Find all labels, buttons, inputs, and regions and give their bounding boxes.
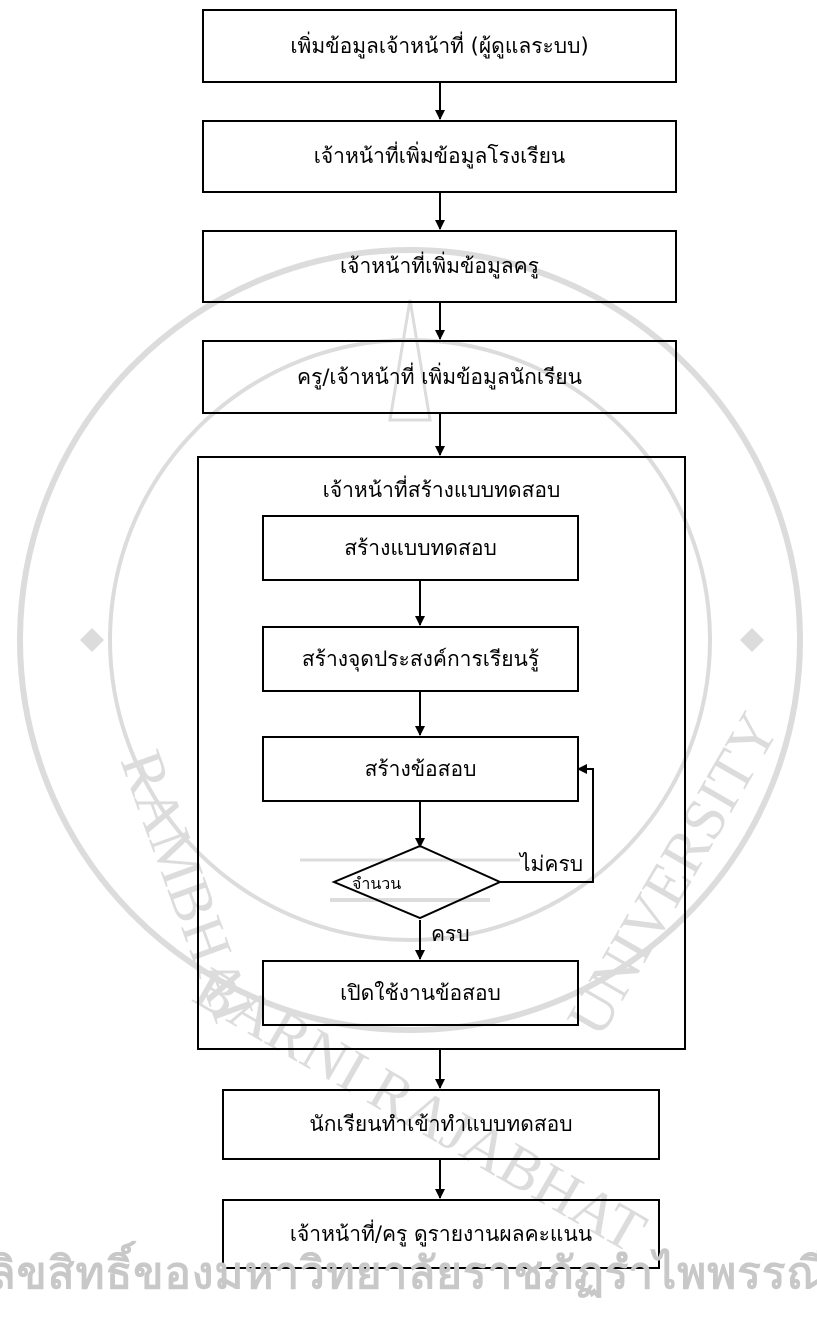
copyright-watermark: ลิขสิทธิ์ของมหาวิทยาลัยราชภัฏรำไพพรรณี	[0, 1248, 817, 1299]
node-add-staff: เพิ่มข้อมูลเจ้าหน้าที่ (ผู้ดูแลระบบ)	[202, 9, 677, 83]
node-view-report-label: เจ้าหน้าที่/ครู ดูรายงานผลคะแนน	[289, 1221, 593, 1246]
node-add-school: เจ้าหน้าที่เพิ่มข้อมูลโรงเรียน	[202, 120, 677, 193]
node-create-test: สร้างแบบทดสอบ	[262, 515, 579, 581]
node-add-teacher: เจ้าหน้าที่เพิ่มข้อมูลครู	[202, 230, 677, 303]
node-create-item-label: สร้างข้อสอบ	[364, 756, 477, 781]
decision-diamond	[331, 844, 503, 920]
node-enable-item-label: เปิดใช้งานข้อสอบ	[340, 980, 501, 1005]
edge-label-complete: ครบ	[431, 922, 470, 946]
edge-label-not-complete: ไม่ครบ	[520, 852, 584, 876]
node-add-student: ครู/เจ้าหน้าที่ เพิ่มข้อมูลนักเรียน	[202, 340, 677, 414]
group-create-test	[197, 456, 686, 1050]
node-enable-item: เปิดใช้งานข้อสอบ	[262, 960, 579, 1026]
node-add-staff-label: เพิ่มข้อมูลเจ้าหน้าที่ (ผู้ดูแลระบบ)	[290, 33, 589, 58]
node-student-take-label: นักเรียนทำเข้าทำแบบทดสอบ	[309, 1112, 573, 1136]
node-add-teacher-label: เจ้าหน้าที่เพิ่มข้อมูลครู	[340, 254, 539, 278]
node-student-take: นักเรียนทำเข้าทำแบบทดสอบ	[222, 1089, 660, 1160]
group-title: เจ้าหน้าที่สร้างแบบทดสอบ	[322, 478, 561, 502]
node-add-student-label: ครู/เจ้าหน้าที่ เพิ่มข้อมูลนักเรียน	[297, 364, 582, 389]
node-create-objective-label: สร้างจุดประสงค์การเรียนรู้	[301, 646, 540, 671]
node-create-test-label: สร้างแบบทดสอบ	[344, 535, 497, 560]
node-create-objective: สร้างจุดประสงค์การเรียนรู้	[262, 626, 579, 692]
node-view-report: เจ้าหน้าที่/ครู ดูรายงานผลคะแนน	[222, 1199, 660, 1269]
node-add-school-label: เจ้าหน้าที่เพิ่มข้อมูลโรงเรียน	[313, 144, 566, 168]
edge-loop	[500, 764, 594, 883]
decision-label: จำนวน	[352, 874, 402, 893]
node-create-item: สร้างข้อสอบ	[262, 736, 579, 802]
